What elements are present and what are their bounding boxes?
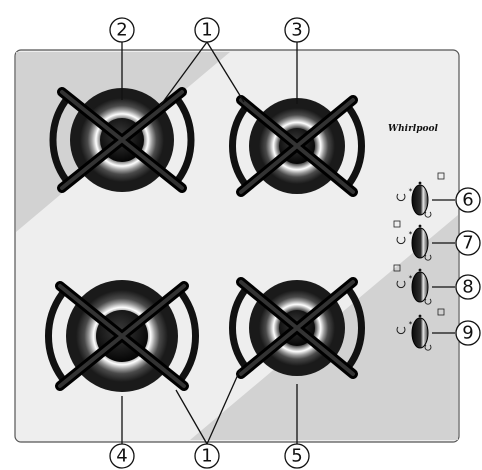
svg-text:1: 1 [201, 446, 212, 467]
flame-off-icon [396, 236, 406, 245]
control-knob-4[interactable]: ✶ [396, 308, 445, 351]
svg-text:✶: ✶ [408, 320, 413, 327]
callout-6: 6 [455, 187, 481, 213]
control-knob-1[interactable]: ✶ [396, 172, 445, 218]
callout-7: 7 [455, 230, 481, 256]
svg-text:8: 8 [462, 277, 473, 298]
svg-text:4: 4 [116, 446, 127, 467]
svg-text:3: 3 [291, 20, 302, 41]
burner-position-icon [393, 220, 401, 228]
burner-position-icon [393, 264, 401, 272]
callout-4: 4 [109, 443, 135, 469]
svg-text:7: 7 [462, 233, 473, 254]
brand-logo: Whirlpool [388, 124, 439, 134]
callout-1-bottom: 1 [194, 443, 220, 469]
svg-text:6: 6 [462, 190, 473, 211]
callout-2: 2 [109, 17, 135, 43]
flame-off-icon [396, 326, 406, 335]
callout-1-top: 1 [194, 17, 220, 43]
svg-text:✶: ✶ [408, 274, 413, 281]
burner-position-icon [437, 308, 445, 316]
flame-off-icon [396, 280, 406, 289]
burner-top-right [229, 95, 365, 197]
svg-text:2: 2 [116, 20, 127, 41]
callout-5: 5 [284, 443, 310, 469]
svg-text:1: 1 [201, 20, 212, 41]
svg-text:✶: ✶ [408, 187, 413, 194]
burner-bottom-right [229, 277, 365, 379]
burner-position-icon [437, 172, 445, 180]
burner-bottom-left [45, 280, 199, 392]
callout-3: 3 [284, 17, 310, 43]
burner-top-left [49, 87, 195, 193]
svg-text:5: 5 [291, 446, 302, 467]
control-knob-3[interactable]: ✶ [393, 264, 432, 305]
control-knob-2[interactable]: ✶ [393, 220, 432, 261]
svg-text:✶: ✶ [408, 230, 413, 237]
svg-text:9: 9 [462, 323, 473, 344]
leader-lines [121, 41, 455, 445]
callout-9: 9 [455, 320, 481, 346]
flame-off-icon [396, 193, 406, 202]
callout-8: 8 [455, 274, 481, 300]
